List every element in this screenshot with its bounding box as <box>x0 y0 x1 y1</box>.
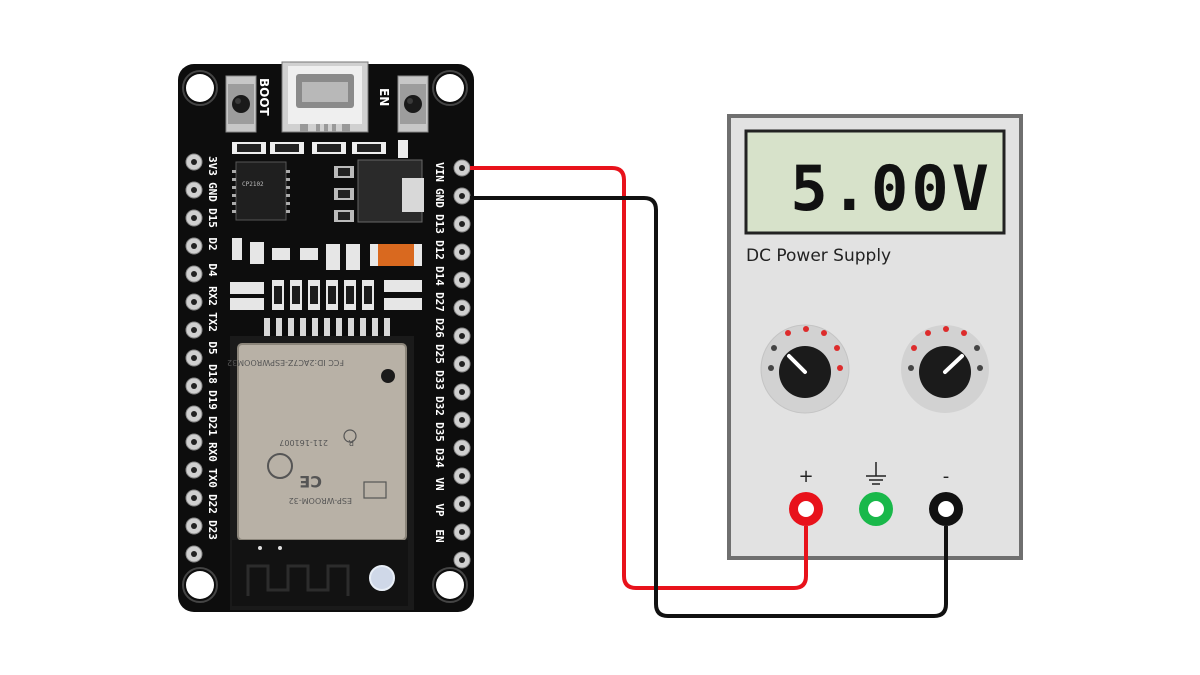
smd-components-top <box>232 140 408 158</box>
left-pin-label-3: D2 <box>206 237 219 250</box>
module-rs-text: R <box>348 438 354 447</box>
mounting-holes <box>182 70 468 603</box>
right-pin-label-8: D33 <box>433 370 446 390</box>
vin-wire <box>470 166 808 590</box>
module-castellations <box>264 318 390 340</box>
left-pin-label-14: D23 <box>206 520 219 540</box>
en-label: EN <box>377 88 391 106</box>
left-pin-label-0: 3V3 <box>206 156 219 176</box>
positive-terminal[interactable] <box>789 492 823 526</box>
positive-terminal-label: + <box>798 466 813 487</box>
left-pin-label-11: RX0 <box>206 442 219 462</box>
right-pin-header <box>453 159 471 569</box>
boot-button[interactable] <box>225 75 257 133</box>
gnd-wire <box>470 196 948 618</box>
esp-wroom-32-module: FCC ID:2AC7Z-ESPWROOM32 211-161007 R CE … <box>227 336 414 610</box>
right-pin-label-1: GND <box>433 188 446 208</box>
usb-uart-chip: CP2102 <box>232 161 290 221</box>
left-pin-label-5: RX2 <box>206 286 219 306</box>
current-knob[interactable] <box>901 325 989 413</box>
ground-terminal[interactable] <box>859 492 893 526</box>
tantalum-capacitor <box>370 244 422 266</box>
en-button[interactable] <box>397 75 429 133</box>
right-pin-label-0: VIN <box>433 162 446 182</box>
usb-chip-text: CP2102 <box>242 181 264 188</box>
left-pin-label-7: D5 <box>206 341 219 354</box>
negative-terminal-label: - <box>943 466 950 487</box>
right-pin-label-14: EN <box>433 529 446 542</box>
voltage-knob[interactable] <box>760 324 850 414</box>
voltage-regulator <box>334 159 424 223</box>
ground-symbol-icon <box>866 462 886 485</box>
left-pin-label-1: GND <box>206 182 219 202</box>
right-pin-label-5: D27 <box>433 292 446 312</box>
espressif-logo <box>267 453 293 479</box>
right-pin-label-2: D13 <box>433 214 446 234</box>
esp32-board: BOOT EN <box>178 61 474 612</box>
left-pin-label-2: D15 <box>206 208 219 228</box>
right-pin-label-13: VP <box>433 503 446 517</box>
module-cert-text: 211-161007 <box>279 438 328 447</box>
module-fcc-text: FCC ID:2AC7Z-ESPWROOM32 <box>227 358 344 367</box>
left-pin-header <box>185 153 203 563</box>
module-name-text: ESP-WROOM-32 <box>289 496 352 505</box>
left-pin-label-13: D22 <box>206 494 219 514</box>
micro-usb-port <box>281 61 369 133</box>
left-pin-label-8: D18 <box>206 364 219 384</box>
psu-display-value: 5.00V <box>790 152 992 225</box>
right-pin-label-10: D35 <box>433 422 446 442</box>
left-pin-label-12: TX0 <box>206 468 219 488</box>
left-pin-label-4: D4 <box>206 263 219 277</box>
right-pin-label-3: D12 <box>433 240 446 260</box>
right-pin-label-7: D25 <box>433 344 446 364</box>
right-pin-label-6: D26 <box>433 318 446 338</box>
rs-mark <box>343 429 357 443</box>
dc-power-supply: 5.00V DC Power Supply + <box>727 114 1023 560</box>
negative-terminal[interactable] <box>929 492 963 526</box>
right-pin-label-11: D34 <box>433 448 446 468</box>
boot-label: BOOT <box>257 78 271 117</box>
pcb-antenna <box>246 564 350 596</box>
wifi-logo <box>363 481 387 499</box>
right-pin-label-9: D32 <box>433 396 446 416</box>
module-ce-text: CE <box>299 472 322 491</box>
left-pin-label-10: D21 <box>206 416 219 436</box>
right-pin-label-4: D14 <box>433 266 446 286</box>
psu-lcd <box>744 129 1006 235</box>
left-pin-label-9: D19 <box>206 390 219 410</box>
right-pin-label-12: VN <box>433 477 446 490</box>
psu-title: DC Power Supply <box>746 246 891 266</box>
left-pin-label-6: TX2 <box>206 312 219 332</box>
